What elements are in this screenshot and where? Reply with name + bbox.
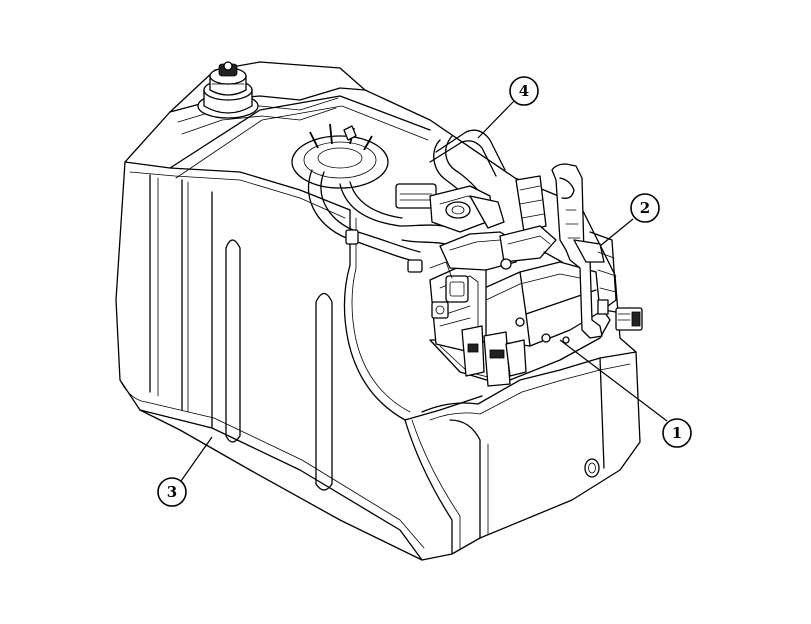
callout-1-circle [662,418,692,448]
callouts: 1 2 3 4 [157,76,692,507]
sender-unit [291,123,389,189]
callout-4-label: 4 [519,82,529,100]
pump-module [395,175,611,387]
connector-bracket [551,163,643,339]
leader-2 [599,218,634,247]
filler-cap [197,61,259,119]
leader-4 [477,99,516,139]
callout-3-circle [157,477,187,507]
leader-3 [180,436,213,482]
callout-2-label: 2 [640,199,650,217]
callout-1-label: 1 [672,424,682,442]
hoses [307,129,506,273]
drain-plug [584,458,600,478]
callout-4-circle [509,76,539,106]
tank-body [115,61,641,561]
leader-1 [559,339,668,422]
callout-3-label: 3 [167,483,177,501]
callout-2-circle [630,193,660,223]
